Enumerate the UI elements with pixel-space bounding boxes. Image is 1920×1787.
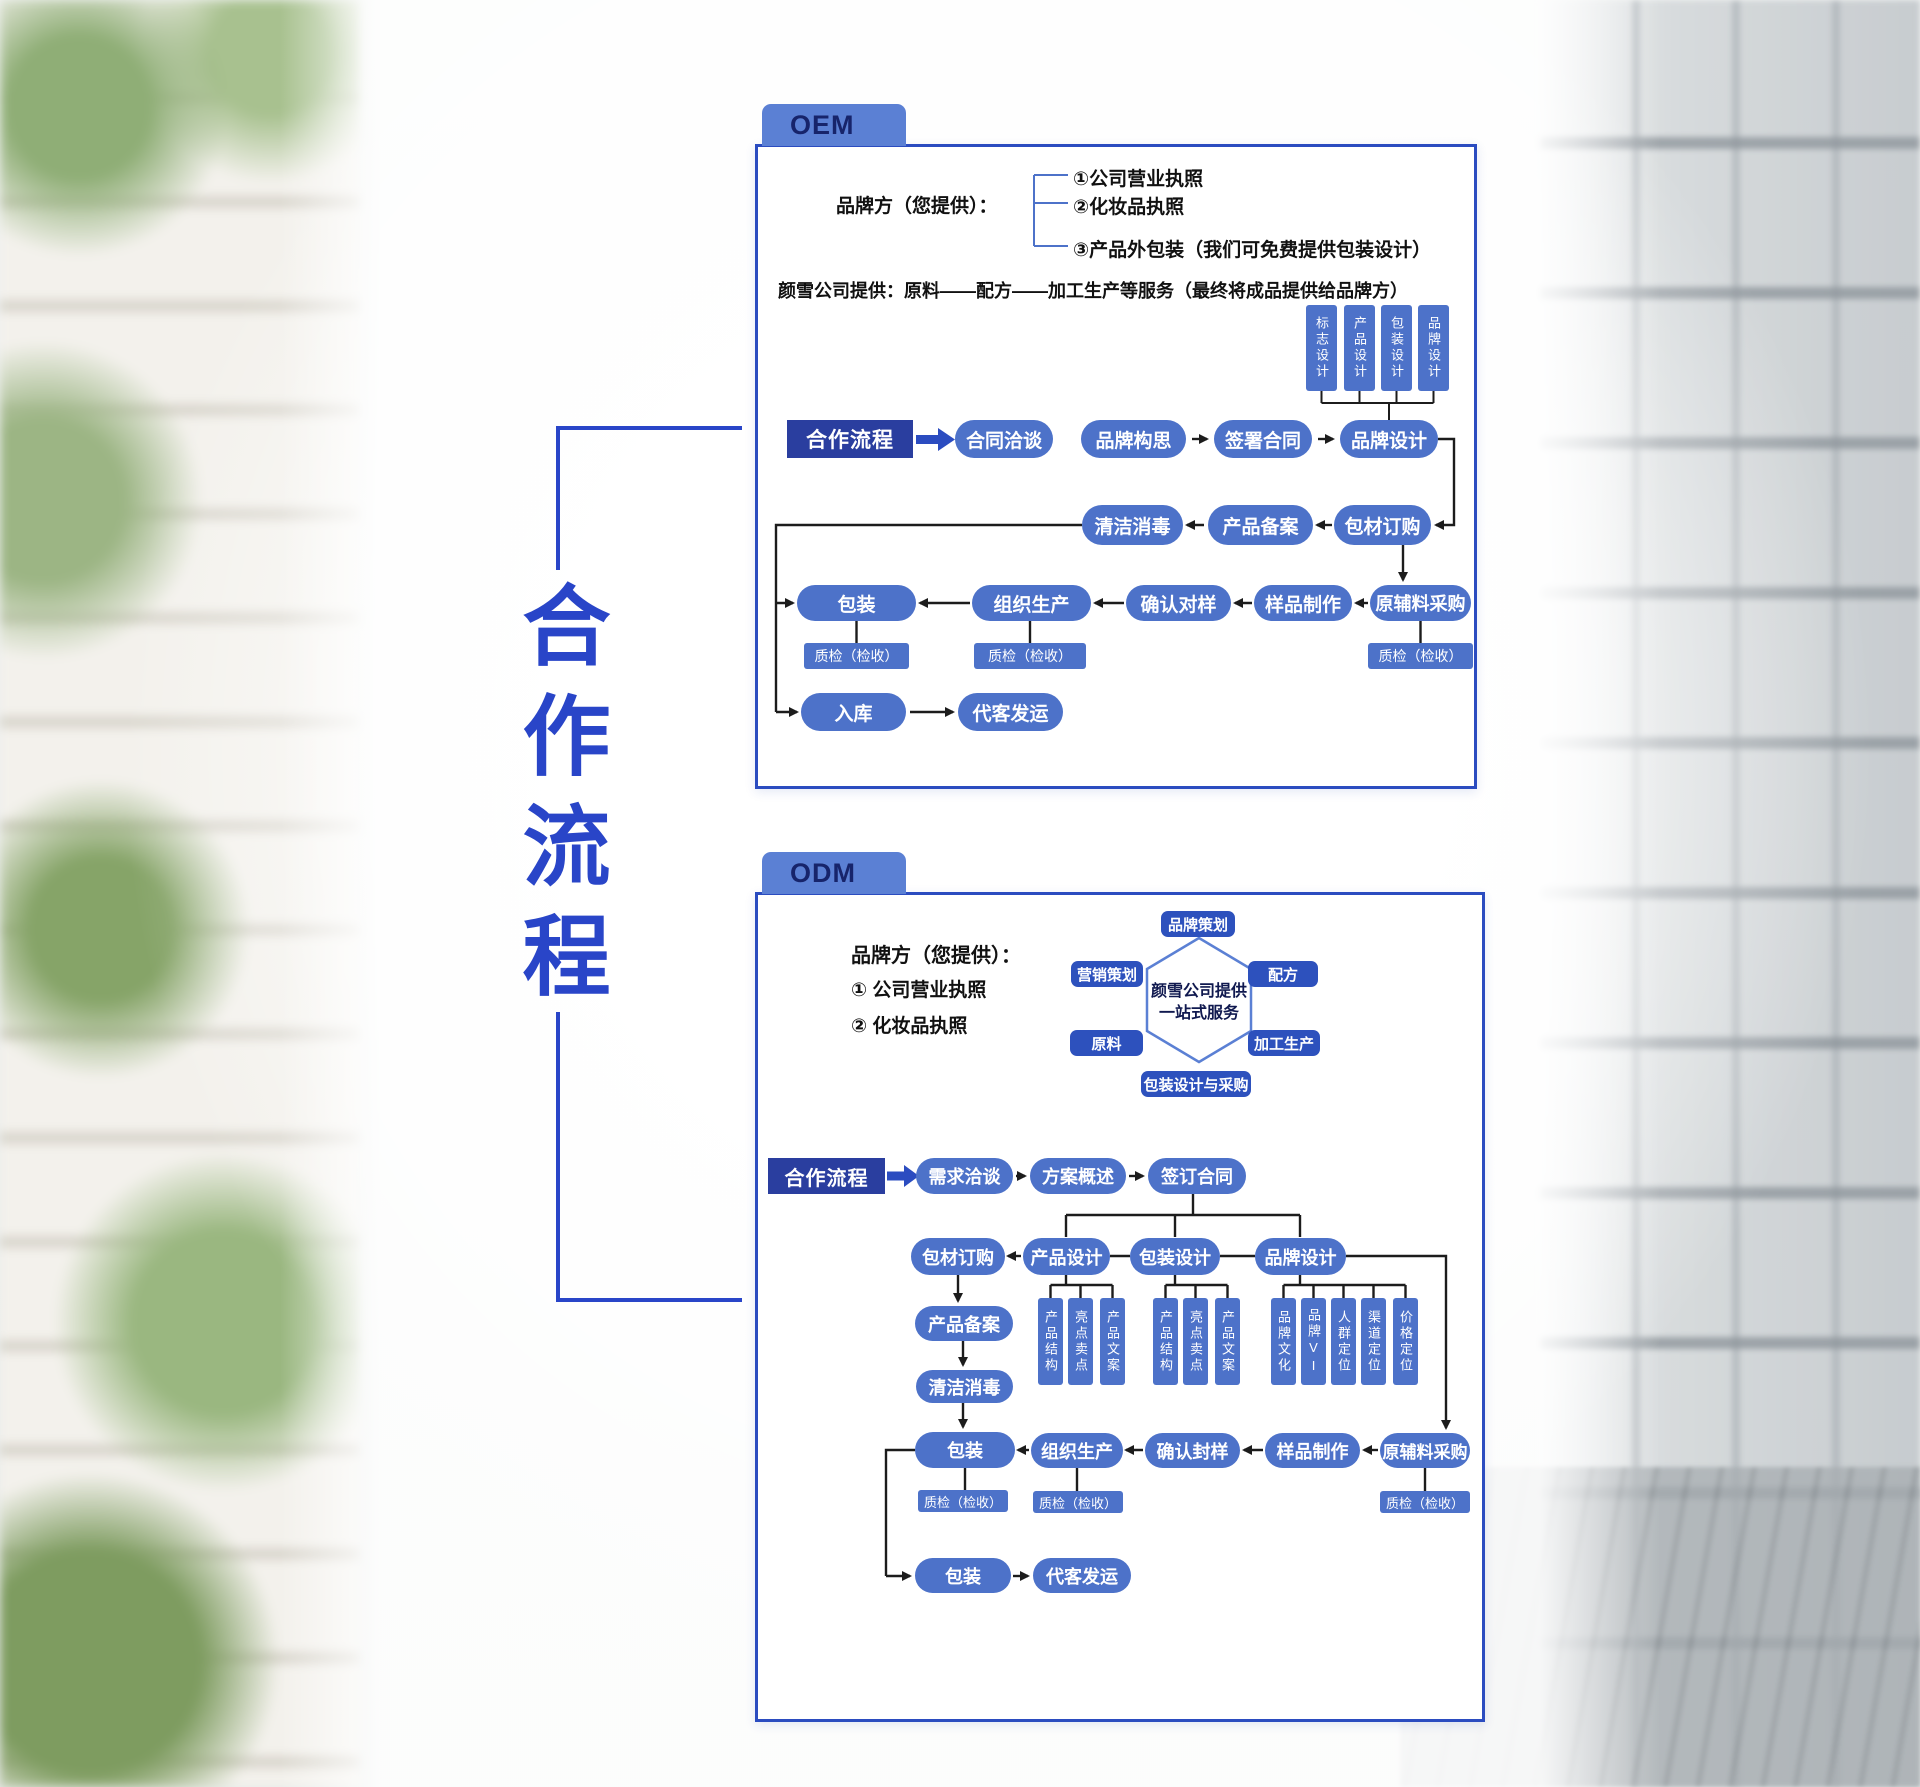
odm-panel: 品牌方（您提供）： ① 公司营业执照 ② 化妆品执照 颜雪公司提供 一站式服务 …	[755, 892, 1485, 1722]
odm-tab-label: ODM	[790, 857, 856, 888]
oem-node-brand-concept: 品牌构思	[1081, 420, 1186, 458]
oem-brand-label: 品牌方（您提供）：	[836, 196, 998, 217]
oem-node-warehousing: 入库	[801, 693, 906, 731]
odm-node-confirm-seal-sample: 确认封样	[1145, 1433, 1240, 1468]
oem-panel: 品牌方（您提供）： ①公司营业执照 ②化妆品执照 ③产品外包装（我们可免费提供包…	[755, 144, 1477, 789]
odm-node-packaging-material-order: 包材订购	[911, 1238, 1005, 1275]
oem-node-contract-negotiation: 合同洽谈	[955, 420, 1053, 458]
odm-sub-highlight-selling-point: 亮点卖点	[1068, 1298, 1093, 1385]
oem-node-product-filing: 产品备案	[1208, 505, 1313, 545]
odm-connectors	[884, 936, 1451, 1581]
oem-provide-normal: 颜雪公司提供：原料——配方——加工生产等服务	[778, 281, 1174, 301]
odm-brand-label: 品牌方（您提供）：	[851, 945, 1021, 967]
odm-sub-channel-positioning: 渠道定位	[1361, 1298, 1386, 1385]
odm-node-demand-negotiation: 需求洽谈	[916, 1158, 1013, 1194]
odm-hex-brand-planning: 品牌策划	[1161, 911, 1235, 937]
odm-hex-raw-material: 原料	[1070, 1030, 1143, 1056]
oem-qc-under-production: 质检（检收）	[974, 643, 1086, 669]
oem-node-organize-production: 组织生产	[972, 585, 1091, 621]
oem-node-cleaning-disinfection: 清洁消毒	[1082, 505, 1183, 545]
odm-sub-brand-vi: 品牌VI	[1301, 1298, 1326, 1385]
oem-node-brand-design: 品牌设计	[1340, 420, 1438, 458]
odm-node-raw-material-purchase: 原辅料采购	[1380, 1433, 1470, 1468]
odm-flow-start-box: 合作流程	[768, 1158, 885, 1194]
odm-sub-highlight-selling-point-2: 亮点卖点	[1183, 1298, 1208, 1385]
odm-node-brand-design: 品牌设计	[1255, 1238, 1346, 1275]
odm-tab: ODM	[762, 852, 906, 894]
oem-tab: OEM	[762, 104, 906, 146]
oem-brand-item-3: ③产品外包装（我们可免费提供包装设计）	[1073, 240, 1432, 261]
oem-provide-bold: （最终将成品提供给品牌方）	[1174, 281, 1408, 301]
odm-qc-under-production: 质检（检收）	[1033, 1491, 1123, 1513]
odm-sub-audience-positioning: 人群定位	[1331, 1298, 1356, 1385]
page-title: 合作流程	[510, 580, 609, 1020]
odm-brand-item-1: ① 公司营业执照	[851, 980, 987, 1001]
odm-brand-item-2: ② 化妆品执照	[851, 1016, 968, 1037]
oem-node-sign-contract: 签署合同	[1214, 420, 1312, 458]
oem-brand-item-1: ①公司营业执照	[1073, 169, 1204, 190]
odm-hex-formula: 配方	[1248, 961, 1318, 987]
odm-sub-product-structure-2: 产品结构	[1153, 1298, 1178, 1385]
odm-node-sign-contract: 签订合同	[1148, 1158, 1246, 1194]
oem-design-box-brand: 品牌设计	[1418, 305, 1449, 391]
odm-sub-product-copy: 产品文案	[1100, 1298, 1125, 1385]
odm-hex-package-design-purchase: 包装设计与采购	[1141, 1071, 1251, 1097]
oem-node-confirm-sample: 确认对样	[1126, 585, 1231, 621]
odm-node-cleaning-disinfection: 清洁消毒	[916, 1370, 1013, 1403]
oem-connectors	[774, 174, 1456, 717]
odm-qc-under-raw-material: 质检（检收）	[1380, 1491, 1470, 1513]
oem-node-packaging-material-order: 包材订购	[1334, 505, 1431, 545]
oem-design-box-package: 包装设计	[1381, 305, 1412, 391]
oem-node-packaging: 包装	[797, 585, 916, 621]
odm-node-sample-making: 样品制作	[1265, 1433, 1360, 1468]
odm-node-plan-overview: 方案概述	[1030, 1158, 1126, 1194]
oem-provide-line: 颜雪公司提供：原料——配方——加工生产等服务（最终将成品提供给品牌方）	[778, 277, 1408, 303]
oem-flow-start-box: 合作流程	[787, 420, 913, 458]
oem-node-raw-material-purchase: 原辅料采购	[1370, 585, 1471, 621]
oem-brand-item-2: ②化妆品执照	[1073, 197, 1185, 218]
odm-node-product-design: 产品设计	[1023, 1238, 1110, 1275]
odm-sub-product-structure: 产品结构	[1038, 1298, 1063, 1385]
odm-node-consignment-shipping: 代客发运	[1033, 1558, 1131, 1593]
one-stop-service-text: 颜雪公司提供 一站式服务	[1150, 983, 1247, 1022]
odm-sub-brand-culture: 品牌文化	[1271, 1298, 1296, 1385]
odm-qc-under-packaging: 质检（检收）	[918, 1490, 1008, 1512]
odm-node-organize-production: 组织生产	[1031, 1433, 1123, 1468]
oem-qc-under-packaging: 质检（检收）	[804, 643, 909, 669]
oem-node-consignment-shipping: 代客发运	[958, 693, 1063, 731]
odm-node-packaging: 包装	[915, 1432, 1015, 1468]
oem-qc-under-raw-material: 质检（检收）	[1368, 643, 1473, 669]
odm-sub-price-positioning: 价格定位	[1393, 1298, 1418, 1385]
oem-design-box-logo: 标志设计	[1306, 305, 1337, 391]
odm-hex-marketing-planning: 营销策划	[1071, 961, 1143, 987]
odm-node-packaging-final: 包装	[915, 1558, 1011, 1593]
oem-node-sample-making: 样品制作	[1254, 585, 1352, 621]
odm-node-product-filing: 产品备案	[915, 1306, 1013, 1341]
oem-tab-label: OEM	[790, 109, 855, 140]
odm-sub-product-copy-2: 产品文案	[1215, 1298, 1240, 1385]
odm-node-package-design: 包装设计	[1130, 1238, 1220, 1275]
odm-hex-processing-production: 加工生产	[1248, 1030, 1320, 1056]
oem-design-box-product: 产品设计	[1344, 305, 1375, 391]
